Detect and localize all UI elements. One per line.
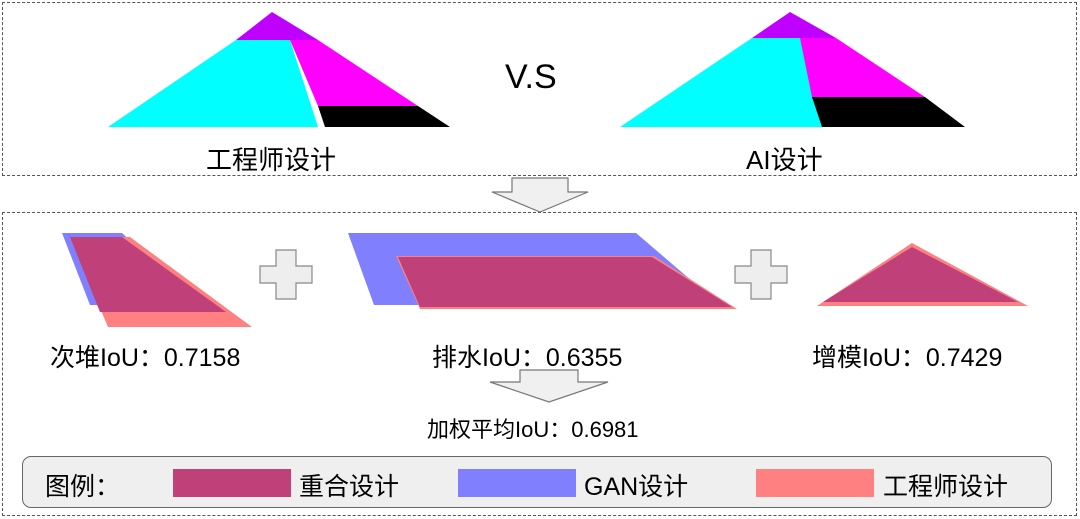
shape3-overlap — [823, 247, 1018, 302]
plus-icon — [734, 249, 788, 300]
engineer-black-region — [318, 106, 450, 127]
overlap-shape-2 — [348, 233, 737, 309]
engineer-violet-peak — [236, 12, 318, 40]
legend-label-gan: GAN设计 — [584, 473, 689, 501]
ai-magenta-region — [800, 38, 925, 97]
overlap-shape-1 — [62, 233, 252, 327]
ai-design-shape — [620, 12, 965, 127]
design-comparison-panel — [2, 2, 1077, 176]
legend-swatch-engineer — [756, 469, 874, 497]
engineer-design-caption: 工程师设计 — [206, 145, 337, 175]
legend-swatch-overlap — [173, 469, 291, 497]
plus-icon — [259, 249, 313, 300]
down-arrow-icon — [489, 369, 609, 403]
legend-swatch-gan — [458, 469, 576, 497]
ai-violet-peak — [752, 12, 836, 38]
iou-label-paishui: 排水IoU：0.6355 — [432, 344, 623, 372]
weighted-average-iou: 加权平均IoU：0.6981 — [427, 417, 639, 442]
ai-design-caption: AI设计 — [746, 145, 823, 175]
engineer-cyan-region — [108, 40, 318, 127]
legend-label-overlap: 重合设计 — [299, 473, 400, 501]
ai-black-region — [812, 97, 965, 127]
legend-title: 图例： — [45, 473, 121, 501]
iou-label-zengmo: 增模IoU：0.7429 — [812, 344, 1003, 372]
iou-label-cidui: 次堆IoU：0.7158 — [50, 344, 241, 372]
down-arrow-icon — [491, 177, 589, 213]
overlap-shape-3 — [817, 243, 1028, 306]
shape1-overlap — [70, 237, 226, 312]
engineer-magenta-region — [290, 40, 418, 106]
ai-cyan-region — [620, 38, 822, 127]
legend: 图例： 重合设计 GAN设计 工程师设计 — [22, 456, 1052, 508]
iou-analysis-panel — [2, 212, 1077, 516]
legend-label-engineer: 工程师设计 — [883, 473, 1009, 501]
shape2-overlap — [398, 257, 732, 307]
vs-label: V.S — [505, 58, 557, 96]
engineer-design-shape — [108, 12, 450, 127]
